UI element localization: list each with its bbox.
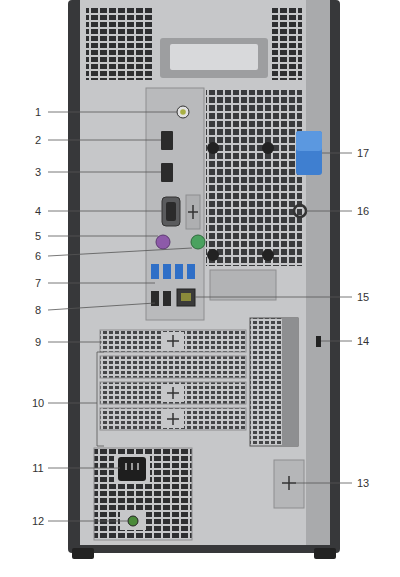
audio-jack xyxy=(177,106,189,118)
top-vent xyxy=(272,6,302,80)
fan-screw xyxy=(207,142,219,154)
leader-line xyxy=(195,297,352,298)
leader-line xyxy=(321,341,352,342)
rj45-port xyxy=(177,289,195,306)
psu-vent xyxy=(94,448,192,540)
top-vent xyxy=(86,6,152,80)
callout-number: 13 xyxy=(357,478,369,489)
usb-port xyxy=(187,264,195,279)
psu-led xyxy=(128,516,138,526)
card-latch xyxy=(282,318,298,446)
plus-mark xyxy=(167,335,179,425)
leader-lines xyxy=(48,112,352,521)
leader-line xyxy=(48,112,177,113)
io-panel xyxy=(146,88,204,320)
usb-port xyxy=(163,264,171,279)
leader-line xyxy=(48,342,102,343)
leader-line xyxy=(48,211,162,212)
callout-number: 11 xyxy=(32,463,43,474)
leader-line xyxy=(48,283,155,284)
fan-screw xyxy=(262,249,274,261)
callout-number: 14 xyxy=(357,336,369,347)
leader-line xyxy=(48,521,128,522)
option-cover xyxy=(186,195,200,229)
leader-line xyxy=(48,248,192,256)
fan-screw xyxy=(262,142,274,154)
handle-grip xyxy=(170,44,258,70)
leader-line xyxy=(322,153,352,154)
usb-port xyxy=(151,264,159,279)
leader-line xyxy=(306,211,352,212)
callout-number: 12 xyxy=(32,516,44,527)
leader-line xyxy=(48,172,161,173)
ps2-keyboard-port xyxy=(156,235,170,249)
callout-number: 4 xyxy=(35,206,41,217)
callout-number: 2 xyxy=(35,135,41,146)
usb-port xyxy=(175,264,183,279)
leader-line xyxy=(292,483,352,484)
power-socket xyxy=(118,457,146,481)
fan-screw xyxy=(207,249,219,261)
leader-line xyxy=(48,468,120,469)
callout-number: 16 xyxy=(357,206,369,217)
usb-port xyxy=(151,291,159,306)
displayport xyxy=(161,131,173,150)
expansion-slot xyxy=(100,356,246,378)
side-strip xyxy=(306,0,330,545)
bracket xyxy=(48,352,104,446)
callout-number: 10 xyxy=(32,398,44,409)
callout-number: 9 xyxy=(35,337,41,348)
chassis-foot xyxy=(314,548,336,559)
callout-number: 7 xyxy=(35,278,41,289)
ps2-mouse-port xyxy=(191,235,205,249)
callout-number: 6 xyxy=(35,251,41,262)
release-latch-top xyxy=(296,131,322,151)
plus-mark xyxy=(188,205,198,219)
audio-jack-core xyxy=(180,109,186,115)
label-plate xyxy=(210,270,276,300)
leader-line xyxy=(48,303,155,310)
callout-number: 5 xyxy=(35,231,41,242)
usb-port xyxy=(163,291,171,306)
chassis-foot xyxy=(72,548,94,559)
serial-port xyxy=(162,197,180,226)
power-socket-plate xyxy=(114,454,150,484)
padlock-loop xyxy=(294,205,306,217)
card-cage xyxy=(250,318,298,446)
leader-line xyxy=(48,236,158,237)
leader-line xyxy=(48,140,161,141)
option-cover xyxy=(274,460,304,508)
chassis-frame xyxy=(68,0,340,553)
fan-grille xyxy=(206,90,302,266)
callout-number: 8 xyxy=(35,305,41,316)
rj45-led xyxy=(181,293,191,301)
power-pins xyxy=(126,463,138,470)
security-slot xyxy=(316,336,321,347)
release-latch xyxy=(296,131,322,175)
displayport xyxy=(161,163,173,182)
callout-number: 15 xyxy=(357,292,369,303)
callout-number: 3 xyxy=(35,167,41,178)
handle-recess xyxy=(160,38,268,78)
rear-panel xyxy=(80,0,306,545)
callout-number: 1 xyxy=(35,107,41,118)
callout-number: 17 xyxy=(357,148,369,159)
serial-port-pins xyxy=(166,202,176,221)
